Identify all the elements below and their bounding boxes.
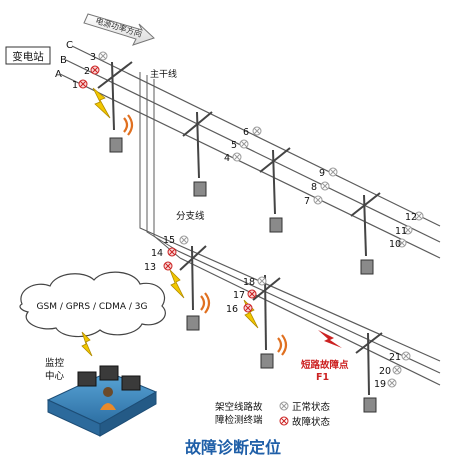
indicator-number: 2 [84,66,90,77]
legend: 架空线路故 障检测终端 正常状态 故障状态 [215,401,331,428]
fault-spark-icon [318,330,342,348]
terminal-box [260,353,274,369]
operator-head [103,387,113,397]
indicator-number: 20 [379,366,391,377]
indicator-number: 11 [395,226,407,237]
monitor-screen [121,375,141,391]
indicator-number: 3 [90,52,96,63]
branch-drop-lines [139,72,181,259]
terminal-box [193,181,207,197]
phase-label-b: B [60,55,67,66]
monitor-label-2: 中心 [45,370,65,382]
terminal-box [363,397,377,413]
indicator-number: 14 [151,248,163,259]
indicator-number: 13 [144,262,156,273]
terminal-label-1: 架空线路故 [215,401,263,413]
indicator-number: 7 [304,196,310,207]
substation-label: 变电站 [12,50,44,63]
signal-arcs [123,114,288,356]
indicator-number: 4 [224,153,230,164]
monitor-screen [77,371,97,387]
indicator-number: 21 [389,352,401,363]
power-flow-label: 电源功率方向 [94,15,143,39]
branch-line-conductors [175,243,441,386]
comm-label: GSM / GPRS / CDMA / 3G [37,302,148,312]
fault-indicator-normal: 8 [311,181,330,193]
fault-point-id: F1 [316,372,329,383]
fault-indicator-faulted: 14 [151,247,177,259]
fault-point-label: 短路故障点 [301,359,349,371]
monitor-label-1: 监控 [45,357,65,369]
branch-line-poles [179,245,383,396]
fault-indicator-faulted: 16 [226,303,253,315]
terminal-box [269,217,283,233]
indicator-number: 16 [226,304,238,315]
phase-label-a: A [55,69,62,80]
indicator-number: 19 [374,379,386,390]
fault-indicator-normal: 3 [90,51,108,63]
terminal-box [360,259,374,275]
lightning-icon [92,87,111,119]
fault-indicator-faulted: 1 [72,79,88,91]
indicator-number: 18 [243,277,255,288]
indicator-number: 8 [311,182,317,193]
fault-indicator-faulted: 2 [84,65,100,77]
fault-indicator-faulted: 17 [233,289,257,301]
indicator-number: 17 [233,290,245,301]
fault-indicator-normal: 9 [319,167,338,179]
terminal-box [109,137,123,153]
branch-line-label: 分支线 [176,210,205,222]
main-line-poles [97,61,381,257]
lightning-bolts [92,87,259,329]
fault-indicator-normal: 21 [389,351,411,363]
monitor-screen [99,365,119,381]
main-line-conductors [59,45,441,259]
legend-fault-icon [279,416,289,426]
fault-indicator-normal: 10 [389,238,407,250]
phase-label-c: C [66,40,73,51]
fault-indicator-normal: 12 [405,211,424,223]
terminal-label-2: 障检测终端 [215,414,263,426]
legend-fault-label: 故障状态 [292,416,331,428]
indicator-number: 12 [405,212,417,223]
fault-indicator-faulted: 13 [144,261,173,273]
fault-point: 短路故障点 F1 [301,330,349,383]
detection-terminals [109,137,377,413]
diagram-title: 故障诊断定位 [185,438,281,457]
fault-indicator-normal: 6 [243,126,262,138]
indicator-number: 1 [72,80,78,91]
fault-indicator-normal: 7 [304,195,323,207]
fault-indicator-normal: 20 [379,365,402,377]
lightning-icon [169,269,185,299]
operator-body [100,403,116,410]
indicator-number: 10 [389,239,401,250]
fault-indicator-normal: 18 [243,276,267,288]
comm-cloud: GSM / GPRS / CDMA / 3G [19,271,166,338]
fault-indicator-normal: 11 [395,225,413,237]
legend-normal-label: 正常状态 [292,401,331,413]
indicator-number: 6 [243,127,249,138]
indicator-number: 9 [319,168,325,179]
main-line-label: 主干线 [150,68,177,80]
fault-indicator-normal: 5 [231,139,249,151]
substation: 变电站 [5,46,51,65]
lightning-icon [81,331,93,357]
legend-normal-icon [279,401,289,411]
terminal-box [186,315,200,331]
fault-indicator-normal: 15 [163,235,189,246]
indicator-number: 15 [163,235,175,246]
fault-indicator-normal: 4 [224,152,242,164]
power-flow-arrow: 电源功率方向 [83,13,155,46]
fault-indicator-normal: 19 [374,378,397,390]
monitoring-center: 监控 中心 [45,357,158,437]
indicator-number: 5 [231,140,237,151]
